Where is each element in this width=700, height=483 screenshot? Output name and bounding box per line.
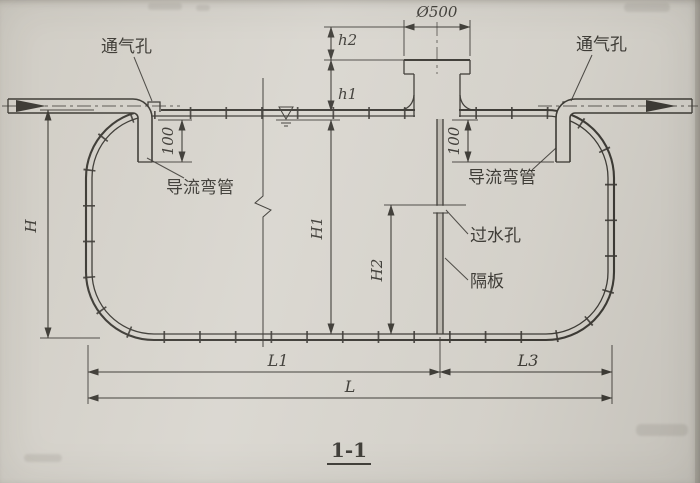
- baffle-label: 隔板: [470, 272, 504, 291]
- water-level-symbol: [278, 106, 294, 127]
- dim-L3: L3: [439, 345, 613, 404]
- h1-label: h1: [338, 85, 357, 103]
- section-title-label: 1-1: [331, 438, 367, 462]
- L-label: L: [344, 377, 356, 396]
- dim-100-left: 100: [152, 119, 192, 163]
- baffle-wall: [433, 117, 448, 334]
- H-label: H: [22, 219, 40, 234]
- water-hole-label: 过水孔: [470, 226, 521, 245]
- vent-right-label: 通气孔: [576, 35, 627, 54]
- manhole-diameter-label: Ø500: [416, 3, 458, 21]
- label-elbow-left: 导流弯管: [146, 157, 234, 197]
- H2-label: H2: [368, 259, 386, 283]
- H1-label: H1: [308, 217, 326, 241]
- vent-left-label: 通气孔: [101, 37, 152, 56]
- dim-L: L: [87, 377, 613, 402]
- label-elbow-right: 导流弯管: [468, 147, 557, 187]
- flow-arrow-out: [646, 100, 676, 112]
- dim-H2: H2: [368, 204, 466, 335]
- page-edge-shadow: [695, 0, 700, 483]
- elbow-left-label: 导流弯管: [166, 178, 234, 197]
- dim-manhole-diameter: Ø500: [324, 3, 471, 56]
- outlet-pipe: [538, 98, 698, 163]
- manhole-neck: [401, 22, 473, 119]
- L1-label: L1: [267, 351, 289, 370]
- tank-shell: [83, 107, 617, 343]
- elbow-right-label: 导流弯管: [468, 168, 536, 187]
- 100-left-label: 100: [159, 126, 177, 155]
- dim-H: H: [22, 109, 100, 339]
- break-line: [254, 78, 272, 347]
- dim-L1: L1: [87, 337, 441, 404]
- label-vent-left: 通气孔: [101, 37, 153, 102]
- scan-artifacts: [24, 3, 688, 462]
- h2-label: h2: [338, 31, 357, 49]
- label-baffle: 隔板: [444, 257, 504, 291]
- flow-arrow-in: [16, 100, 46, 112]
- label-vent-right: 通气孔: [570, 35, 627, 102]
- dim-H1: H1: [276, 119, 340, 335]
- L3-label: L3: [517, 351, 539, 370]
- dim-h1: h1: [327, 59, 357, 112]
- inlet-pipe: [2, 98, 180, 163]
- section-title: 1-1: [327, 438, 371, 465]
- dim-h2: h2: [324, 26, 404, 61]
- label-water-hole: 过水孔: [445, 209, 521, 245]
- dim-100-right: 100: [445, 119, 554, 163]
- 100-right-label: 100: [445, 126, 463, 155]
